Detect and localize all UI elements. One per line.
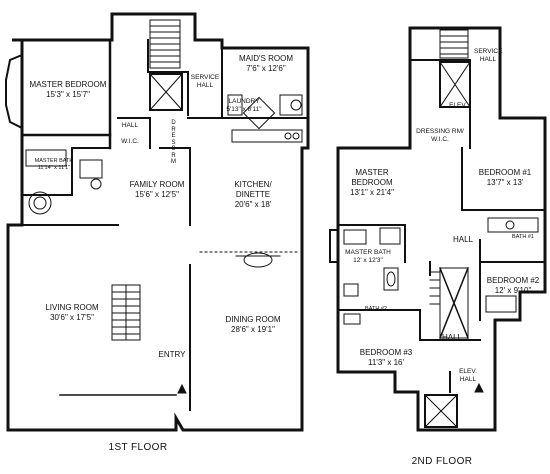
second-master-bedroom-label: MASTER BEDROOM 13'1" x 21'4" xyxy=(337,168,407,198)
room-name: HALL xyxy=(441,333,463,342)
room-dimensions: 11'3" x 16' xyxy=(368,358,404,367)
second-master-bath-label: MASTER BATH 12' x 12'3" xyxy=(345,249,391,264)
elev-top-label: ELEV. xyxy=(449,102,467,110)
bedroom-1-label: BEDROOM #1 13'7" x 13' xyxy=(479,168,531,188)
room-name: MASTER BATH xyxy=(34,158,74,164)
bedroom-3-label: BEDROOM #3 11'3" x 16' xyxy=(360,348,412,368)
room-name: FAMILY ROOM xyxy=(129,180,185,189)
first-floor-walls xyxy=(5,12,310,432)
first-floor-fixtures xyxy=(25,94,303,394)
bath-1-label: BATH #1 xyxy=(512,234,534,241)
first-floor-stairs xyxy=(111,19,183,341)
second-floor-caption: 2ND FLOOR xyxy=(411,456,473,467)
kitchen-dinette-label: KITCHEN/ DINETTE 20'6" x 18' xyxy=(223,180,283,210)
room-dimensions: 15'3" x 15'7" xyxy=(46,90,90,99)
room-name: ELEV. xyxy=(449,102,467,109)
room-name: BATH #1 xyxy=(512,234,534,240)
second-floor-stairs xyxy=(424,29,471,428)
wic-label: W.I.C. xyxy=(121,138,139,146)
room-dimensions: 12' x 9'10" xyxy=(494,286,532,295)
room-name: SERVICE HALL xyxy=(190,74,220,89)
room-name: ENTRY xyxy=(158,350,186,359)
room-name: DINING ROOM xyxy=(225,315,281,324)
room-dimensions: 5'13" x 8'11" xyxy=(226,105,262,113)
room-name: BEDROOM #2 xyxy=(486,276,540,285)
entry-label: ENTRY xyxy=(159,350,186,360)
room-name: DRESSING RM/ W.I.C. xyxy=(416,128,464,143)
room-name: BATH #2 xyxy=(365,306,387,312)
dress-rm-label: DRESS RM xyxy=(171,120,176,165)
room-name: LAUNDRY xyxy=(228,98,260,105)
first-master-bedroom-label: MASTER BEDROOM 15'3" x 15'7" xyxy=(30,80,107,100)
room-name: HALL xyxy=(121,122,139,129)
first-floor-caption: 1ST FLOOR xyxy=(108,442,168,453)
room-name: MASTER BATH xyxy=(345,249,391,256)
room-name: MAID'S ROOM xyxy=(239,54,293,63)
room-dimensions: 13'1" x 21'4" xyxy=(350,188,394,197)
room-dimensions: 7'6" x 12'6" xyxy=(246,64,286,73)
room-name: KITCHEN/ DINETTE xyxy=(234,180,272,199)
family-room-label: FAMILY ROOM 15'6" x 12'5" xyxy=(130,180,185,200)
room-dimensions: 28'6" x 19'1" xyxy=(231,325,275,334)
dressing-wic-label: DRESSING RM/ W.I.C. xyxy=(410,128,470,143)
second-service-hall-label: SERVICE HALL xyxy=(474,48,502,63)
first-hall-label: HALL xyxy=(122,122,138,130)
room-dimensions: 11'14" x 11'1" xyxy=(37,164,71,171)
bath-2-label: BATH #2 xyxy=(365,306,387,313)
room-dimensions: 12' x 12'3" xyxy=(353,256,383,264)
room-dimensions: 20'6" x 18' xyxy=(234,200,272,209)
room-name: BEDROOM #3 xyxy=(359,348,413,357)
room-name: ELEV. HALL xyxy=(459,368,477,383)
elev-hall-label: ELEV. HALL xyxy=(456,368,480,383)
bedroom-2-label: BEDROOM #2 12' x 9'10" xyxy=(487,276,539,296)
room-name: BEDROOM #1 xyxy=(478,168,532,177)
room-dimensions: 15'6" x 12'5" xyxy=(135,190,179,199)
room-name: MASTER BEDROOM xyxy=(351,168,393,187)
lower-hall-label: HALL xyxy=(442,333,462,343)
room-name: MASTER BEDROOM xyxy=(29,80,107,89)
room-name: W.I.C. xyxy=(121,138,139,145)
living-room-label: LIVING ROOM 30'6" x 17'5" xyxy=(45,303,98,323)
upper-hall-label: HALL xyxy=(453,235,473,245)
second-floor-fixtures xyxy=(343,217,539,393)
dining-room-label: DINING ROOM 28'6" x 19'1" xyxy=(225,315,280,335)
laundry-label: LAUNDRY 5'13" x 8'11" xyxy=(226,98,261,113)
room-name: SERVICE HALL xyxy=(474,48,503,63)
second-floor-walls xyxy=(329,26,547,432)
room-name: LIVING ROOM xyxy=(45,303,99,312)
first-master-bath-label: MASTER BATH 11'14" x 11'1" xyxy=(35,158,74,171)
room-name: HALL xyxy=(452,235,474,244)
first-service-hall-label: SERVICE HALL xyxy=(189,74,221,89)
room-dimensions: 30'6" x 17'5" xyxy=(50,313,94,322)
maids-room-label: MAID'S ROOM 7'6" x 12'6" xyxy=(239,54,293,74)
room-dimensions: 13'7" x 13' xyxy=(486,178,524,187)
